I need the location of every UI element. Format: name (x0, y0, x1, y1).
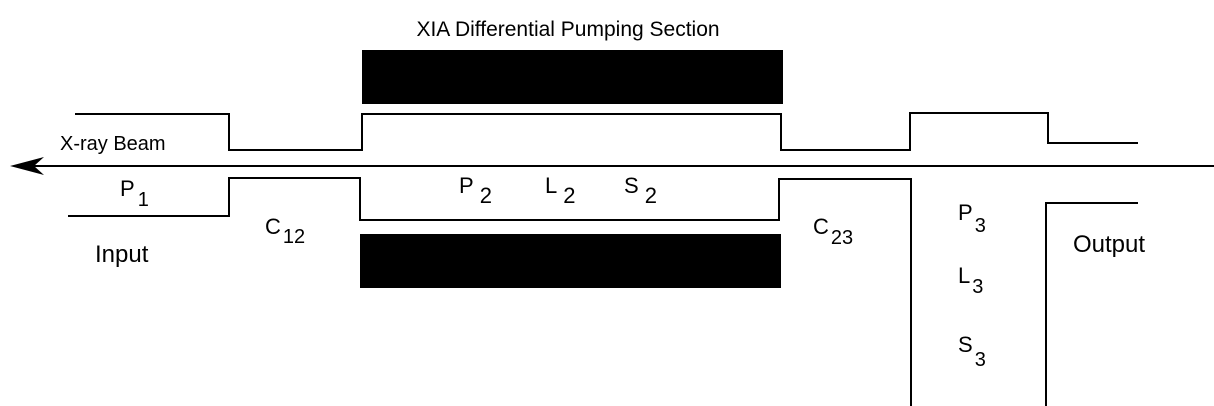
lower-wall-profile-left (68, 177, 912, 406)
lower-wall-profile-right (1045, 202, 1138, 406)
stage3-speed-label: S3 (958, 332, 986, 371)
upper-wall-profile (75, 112, 1138, 151)
upper-pumping-block (362, 50, 783, 104)
stage3-pressure-label: P3 (958, 200, 986, 237)
lower-pumping-block (360, 234, 781, 288)
output-label: Output (1073, 231, 1145, 258)
beam-arrowhead (10, 157, 44, 175)
input-label: Input (95, 241, 149, 268)
diagram-title: XIA Differential Pumping Section (416, 18, 719, 41)
beam-label: X-ray Beam (60, 133, 166, 155)
